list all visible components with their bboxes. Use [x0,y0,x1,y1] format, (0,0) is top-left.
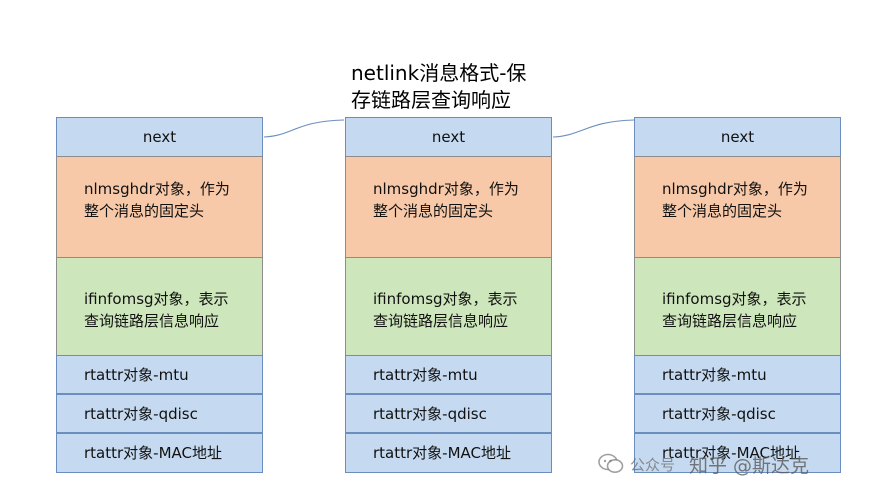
rtattr-mtu-cell: rtattr对象-mtu [634,355,841,394]
rtattr-qdisc-cell: rtattr对象-qdisc [345,394,552,433]
nlmsghdr-cell: nlmsghdr对象，作为 整个消息的固定头 [634,156,841,258]
ifinfomsg-line-1: ifinfomsg对象，表示 [84,290,229,308]
next-pointer-cell: next [345,117,552,157]
rtattr-qdisc-cell: rtattr对象-qdisc [56,394,263,433]
nlmsghdr-cell: nlmsghdr对象，作为 整个消息的固定头 [345,156,552,258]
ifinfomsg-line-2: 查询链路层信息响应 [84,312,220,330]
nlmsghdr-line-1: nlmsghdr对象，作为 [662,180,808,198]
nlmsghdr-line-2: 整个消息的固定头 [373,202,494,220]
nlmsghdr-line-1: nlmsghdr对象，作为 [373,180,519,198]
nlmsghdr-line-2: 整个消息的固定头 [84,202,205,220]
title-line-2: 存链路层查询响应 [351,88,511,112]
rtattr-mac-cell: rtattr对象-MAC地址 [56,433,263,473]
rtattr-mtu-cell: rtattr对象-mtu [56,355,263,394]
rtattr-mtu-cell: rtattr对象-mtu [345,355,552,394]
nlmsghdr-line-2: 整个消息的固定头 [662,202,783,220]
message-stack-1: next nlmsghdr对象，作为 整个消息的固定头 ifinfomsg对象，… [56,117,264,473]
ifinfomsg-cell: ifinfomsg对象，表示 查询链路层信息响应 [634,257,841,356]
ifinfomsg-line-2: 查询链路层信息响应 [373,312,509,330]
ifinfomsg-line-1: ifinfomsg对象，表示 [662,290,807,308]
ifinfomsg-line-1: ifinfomsg对象，表示 [373,290,518,308]
wechat-icon [598,453,624,473]
ifinfomsg-cell: ifinfomsg对象，表示 查询链路层信息响应 [56,257,263,356]
next-pointer-cell: next [634,117,841,157]
diagram-title: netlink消息格式-保 存链路层查询响应 [351,60,581,114]
rtattr-mac-cell: rtattr对象-MAC地址 [634,433,841,473]
next-pointer-cell: next [56,117,263,157]
connector-2-to-3 [552,119,635,138]
nlmsghdr-cell: nlmsghdr对象，作为 整个消息的固定头 [56,156,263,258]
watermark-wechat-label: 公众号 [630,455,676,474]
watermark-zhihu-label: 知乎 @斯达克 [689,454,810,477]
title-line-1: netlink消息格式-保 [351,61,527,85]
ifinfomsg-line-2: 查询链路层信息响应 [662,312,798,330]
message-stack-2: next nlmsghdr对象，作为 整个消息的固定头 ifinfomsg对象，… [345,117,553,473]
nlmsghdr-line-1: nlmsghdr对象，作为 [84,180,230,198]
rtattr-mac-cell: rtattr对象-MAC地址 [345,433,552,473]
watermark: 公众号 知乎 @斯达克 [598,447,809,481]
connector-1-to-2 [263,119,345,138]
message-stack-3: next nlmsghdr对象，作为 整个消息的固定头 ifinfomsg对象，… [634,117,842,473]
ifinfomsg-cell: ifinfomsg对象，表示 查询链路层信息响应 [345,257,552,356]
rtattr-qdisc-cell: rtattr对象-qdisc [634,394,841,433]
